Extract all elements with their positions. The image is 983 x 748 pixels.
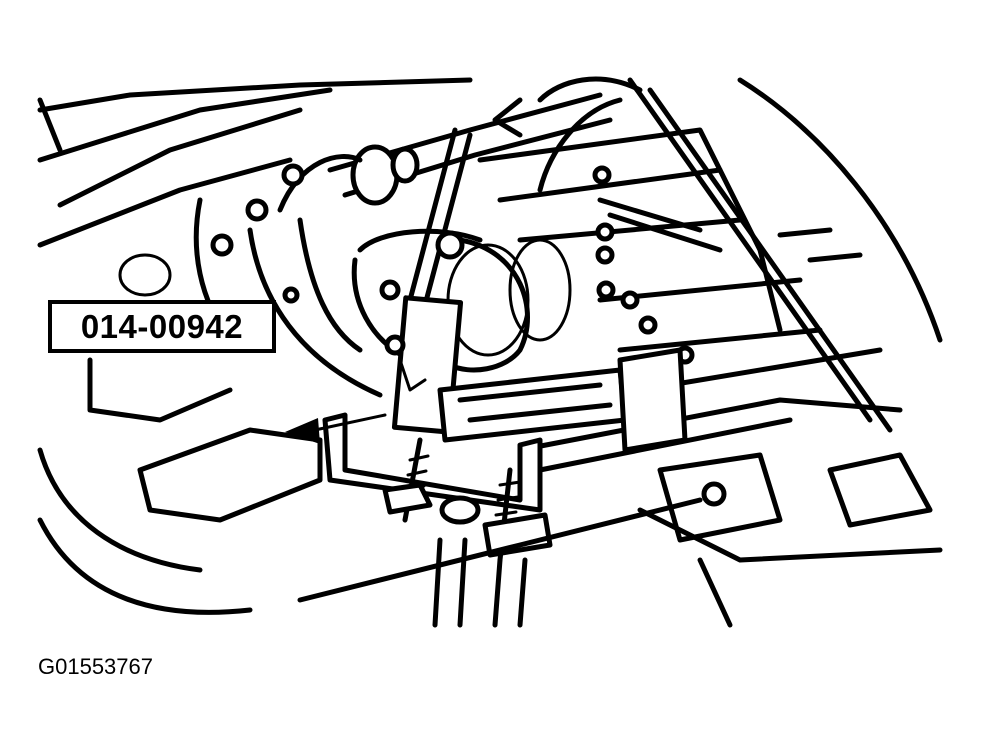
figure-id-label: G01553767 xyxy=(38,654,153,679)
bell-housing xyxy=(210,154,383,398)
callout-arrow xyxy=(285,413,387,444)
oil-pan xyxy=(37,197,323,615)
exhaust-pipe xyxy=(327,92,613,206)
jack-mount-rods xyxy=(382,437,553,563)
underbody-panel xyxy=(37,77,473,248)
transmission-cables xyxy=(492,76,893,433)
part-number-callout: 014-00942 xyxy=(48,300,276,353)
part-number-label: 014-00942 xyxy=(80,307,244,345)
jack-column xyxy=(297,497,703,628)
transmission-jack-adapter xyxy=(322,347,688,513)
